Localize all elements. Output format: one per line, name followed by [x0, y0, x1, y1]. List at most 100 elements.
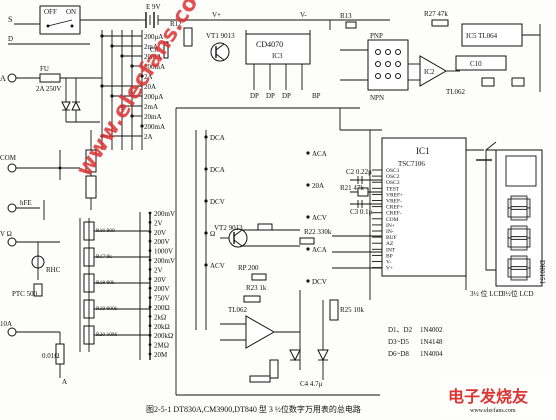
switch-on-label: ON [66, 8, 76, 16]
battery: E 9V V+ [140, 3, 240, 28]
voltage-contact [148, 315, 152, 318]
ad-label: A [62, 378, 67, 386]
diode-ref: D6~D8 [388, 350, 409, 358]
current-range-label: 200mA [144, 123, 165, 131]
voltage-contact [148, 268, 152, 271]
voltage-range-label: 2MΩ [154, 342, 169, 350]
voltage-range-label: 200Ω [154, 304, 170, 312]
vt2-label: VT2 9013 [214, 224, 243, 232]
switch-off-label: OFF [44, 8, 57, 16]
current-range-label: 20A [144, 83, 156, 91]
resistor-label: R20 10M [96, 332, 117, 338]
figure-caption: 图2-5-1 DT830A,CM3900,DT840 型 3 ½位数字万用表的总… [146, 404, 361, 414]
svg-text:RP 200: RP 200 [238, 264, 259, 272]
ic5-tl064: IC5 TL064 C10 [455, 23, 541, 92]
function-contact [306, 215, 310, 219]
svg-text:R12: R12 [170, 20, 182, 28]
opamp-ic4: TL062 [220, 290, 301, 370]
function-contact [306, 247, 310, 251]
terminal-vohm: V Ω RHC PTC 500 [0, 230, 61, 298]
svg-text:R27 47k: R27 47k [424, 10, 448, 18]
vt1-label: VT1 9013 [206, 32, 235, 40]
ic1-pin-label: COM [386, 217, 399, 223]
ic1-pin-label: V- [386, 260, 391, 266]
function-contact [306, 279, 310, 283]
voltage-contact [148, 352, 152, 356]
voltage-range-label: 2V [154, 219, 163, 227]
voltage-range-label: 2V [154, 266, 163, 274]
opamp-top-part: TL062 [446, 88, 466, 96]
function-contact [306, 151, 310, 155]
range-contact [100, 134, 104, 138]
voltage-contact [148, 258, 152, 262]
ic1-part: TSC7106 [398, 160, 425, 168]
vminus-label: V- [300, 11, 307, 19]
current-range-label: 2mA [144, 103, 158, 111]
voltage-range-label: 200kΩ [154, 332, 173, 340]
voltage-range-label: 20kΩ [154, 323, 170, 331]
voltage-range-label: 200mV [154, 257, 175, 265]
function-contact [204, 135, 208, 139]
lcd-display: DH0151 3½位 LCD [495, 149, 546, 298]
function-switch-label: DCA [210, 166, 225, 174]
terminal-10a: 10A 0.01Ω A [0, 320, 67, 386]
voltage-contact [148, 277, 152, 281]
current-range-label: 20mA [144, 113, 162, 121]
voltage-range-label: 20V [154, 229, 166, 237]
svg-text:C10: C10 [470, 60, 482, 68]
svg-text:C3 0.1μ: C3 0.1μ [350, 208, 373, 216]
function-switch-label: DCV [312, 278, 327, 286]
voltage-range-label: 200mV [154, 210, 175, 218]
hfe-socket: PNP NPN [340, 32, 409, 102]
voltage-divider: 200mV2V20V200V1000V200mV2V20V200V750V200… [79, 210, 175, 360]
function-switch-label: DCA [210, 134, 225, 142]
diode-part: 1N4004 [420, 350, 443, 358]
dp-label-2: DP [266, 92, 275, 100]
fuse-label: FU [40, 65, 49, 73]
ic3-cd4070: CD4070 IC3 DP DP DP BP [245, 30, 321, 100]
current-range-label: 2A [144, 73, 153, 81]
voltage-contact [148, 296, 152, 299]
current-range-label: 200mA [144, 63, 165, 71]
lcd-digit [507, 225, 531, 251]
opamp-ic2: IC2 TL062 [408, 55, 466, 96]
resistor-label: R16 900 [96, 228, 115, 234]
bp-label: BP [312, 92, 321, 100]
function-contact [204, 167, 208, 171]
watermark-logo-sub: www.elecfans.com [470, 407, 516, 414]
svg-text:R13: R13 [340, 12, 352, 20]
diode-part: 1N4148 [420, 338, 443, 346]
svg-text:R22 330k: R22 330k [304, 228, 332, 236]
current-range-label: 200μA [144, 93, 163, 101]
voltage-contact [148, 211, 152, 215]
terminal-hfe: hFE [7, 199, 45, 220]
ic1-pin-label: V+ [386, 266, 393, 272]
range-contact [130, 64, 134, 68]
function-contact [204, 199, 208, 203]
voltage-range-label: 200V [154, 238, 170, 246]
dp-label-1: DP [250, 92, 259, 100]
pnp-label: PNP [370, 32, 383, 40]
function-contact [204, 263, 208, 267]
transistor-vt2: VT2 9013 [214, 224, 300, 248]
watermark-logo: 电子发烧友 www.elecfans.com [440, 380, 552, 414]
svg-text:C2 0.22μ: C2 0.22μ [346, 168, 372, 176]
ic1-pin-label: CREF- [386, 211, 402, 217]
battery-label: E 9V [146, 3, 161, 11]
svg-text:3½ 位 LCD: 3½ 位 LCD [470, 289, 503, 298]
function-switch-label: DCV [210, 198, 225, 206]
ic3-ref: IC3 [272, 52, 283, 60]
fuse-rating: 2A 250V [36, 85, 61, 93]
lcd-caption: 3½位 LCD [502, 289, 534, 298]
voltage-range-label: 20V [154, 276, 166, 284]
npn-label: NPN [370, 94, 384, 102]
ic1-pin-label: OSC2 [386, 174, 400, 180]
function-contact [204, 231, 208, 235]
current-range-label: 20mA [144, 53, 162, 61]
ic5-label: IC5 TL064 [466, 32, 498, 40]
resistor-label: R17 9k [96, 254, 112, 260]
function-switch-label: ACA [312, 246, 327, 254]
